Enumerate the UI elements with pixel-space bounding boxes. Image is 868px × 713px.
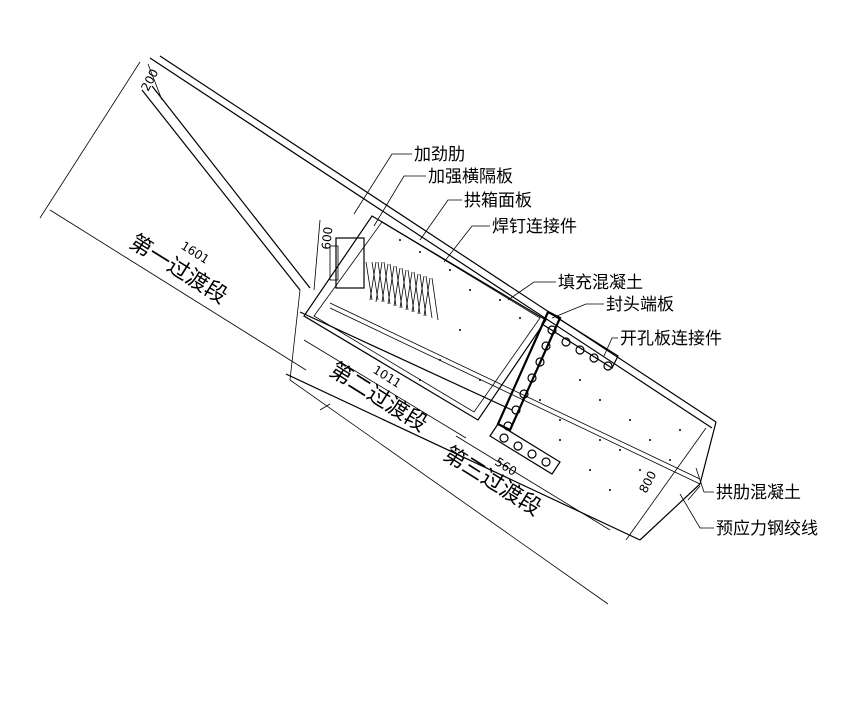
arch-rib-outline	[141, 55, 717, 541]
steel-box	[303, 215, 547, 421]
label-end-plate: 封头端板	[606, 295, 674, 315]
label-diaphragm: 加强横隔板	[428, 167, 513, 187]
label-rib-concrete: 拱肋混凝土	[716, 483, 801, 503]
segment-first: 第一过渡段	[125, 230, 232, 310]
label-pbl: 开孔板连接件	[620, 329, 722, 349]
part-labels: 加劲肋 加强横隔板 拱箱面板 焊钉连接件 填充混凝土 封头端板 开孔板连接件 拱…	[414, 145, 818, 539]
segment-third: 第三过渡段	[439, 442, 546, 522]
leader-lines	[353, 153, 714, 529]
pbl-holes	[499, 325, 613, 467]
concrete-hatch	[399, 239, 681, 491]
label-studs: 焊钉连接件	[492, 217, 577, 237]
label-box-face: 拱箱面板	[464, 191, 532, 211]
label-stiffener: 加劲肋	[414, 145, 465, 165]
dim-600: 600	[319, 226, 335, 250]
stud-group	[365, 261, 439, 321]
dimension-lines	[39, 61, 707, 605]
label-infill-concrete: 填充混凝土	[558, 273, 643, 293]
dim-800: 800	[636, 469, 659, 496]
label-strand: 预应力钢绞线	[716, 519, 818, 539]
